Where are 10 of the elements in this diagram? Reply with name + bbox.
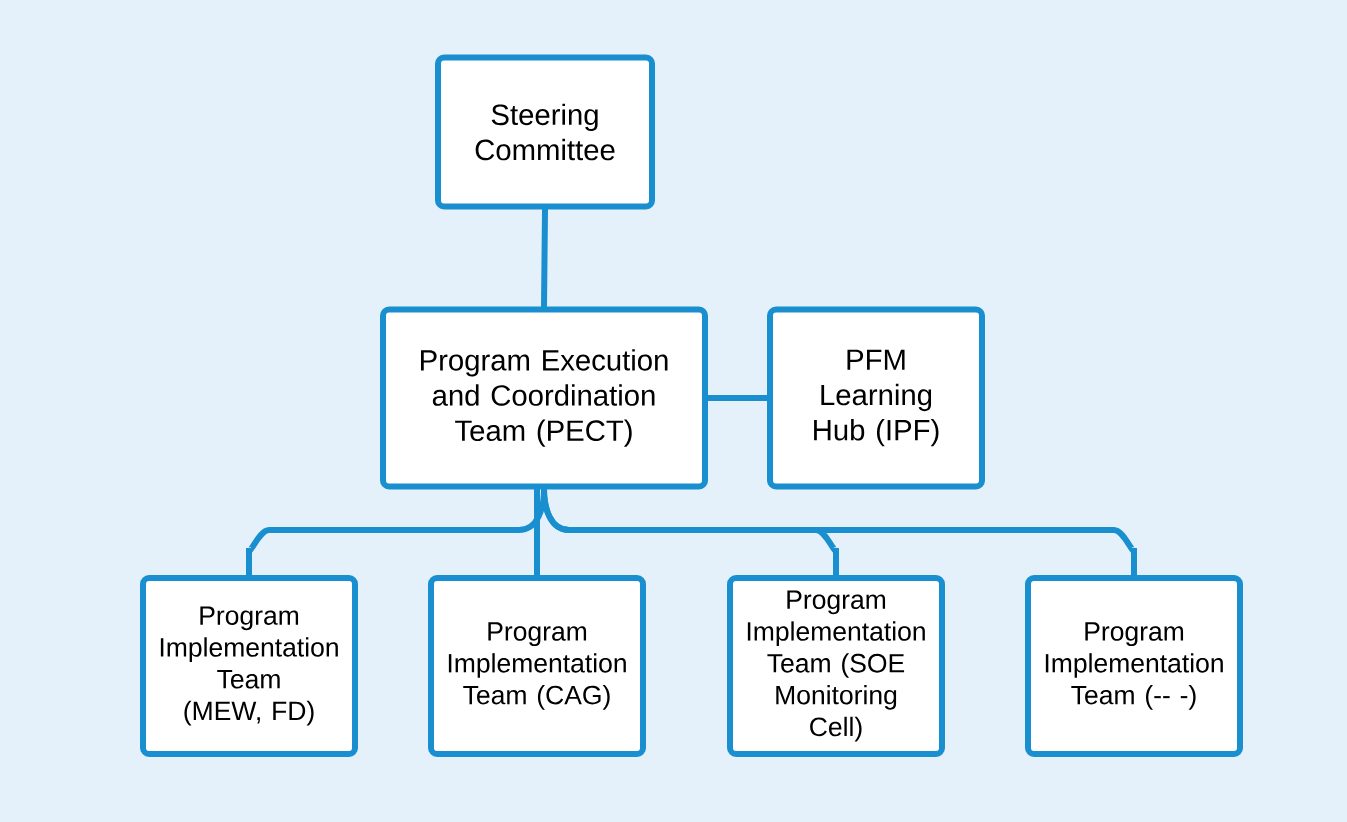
- box: PFM Learning Hub (IPF): [767, 306, 985, 490]
- connector-line: [541, 206, 548, 310]
- box: Program Execution and Coordination Team (PECT): [380, 306, 708, 490]
- box: Program Implementation Team (CAG): [428, 575, 646, 757]
- connector-line: [705, 395, 770, 401]
- box: Program Implementation Team (MEW, FD): [140, 575, 358, 757]
- box: Program Implementation Team (-- -): [1025, 575, 1243, 757]
- connector-line: [534, 486, 540, 578]
- box: Steering Committee: [435, 54, 655, 210]
- box: Program Implementation Team (SOE Monitoring Cell): [727, 575, 945, 757]
